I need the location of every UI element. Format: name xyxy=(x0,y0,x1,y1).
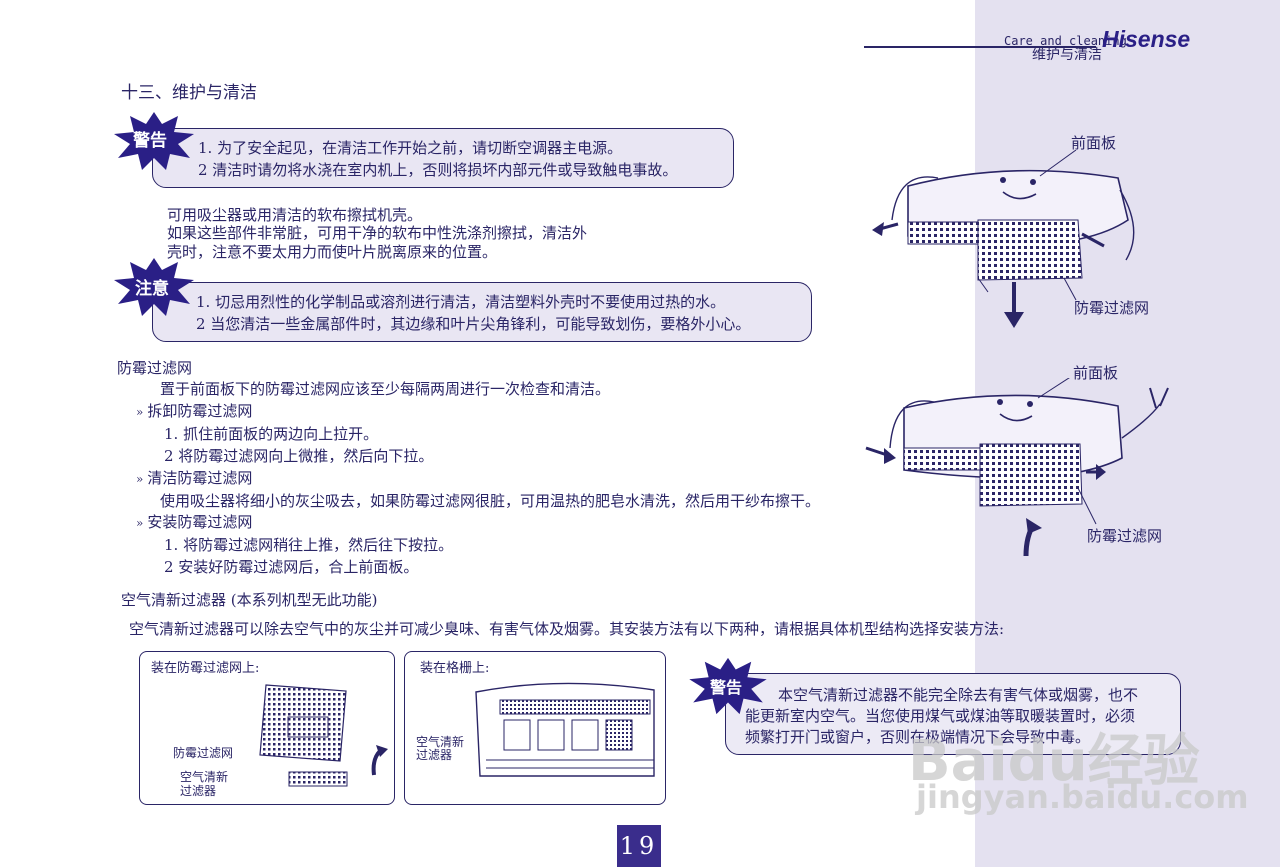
clean-title: 清洁防霉过滤网 xyxy=(147,469,253,487)
panel1-title: 装在防霉过滤网上: xyxy=(151,661,260,676)
ac-unit-illustration-bottom xyxy=(865,378,1169,557)
label-front-panel-bottom: 前面板 xyxy=(1073,364,1119,382)
panel2-label-air-2: 过滤器 xyxy=(416,748,453,762)
caution-badge-label: 注意 xyxy=(135,279,169,299)
warning2-line-1: 本空气清新过滤器不能完全除去有害气体或烟雾，也不 xyxy=(778,686,1139,704)
warning-badge-1 xyxy=(114,112,194,170)
remove-step-2: 2 将防霉过滤网向上微推，然后向下拉。 xyxy=(164,447,434,465)
clean-title-row: »清洁防霉过滤网 xyxy=(136,467,252,488)
warning-box-2 xyxy=(725,673,1181,755)
baidu-watermark-brand: Baidu经验 xyxy=(908,729,1200,794)
warning-badge-2 xyxy=(689,657,767,715)
header-section-en: Care and cleaning xyxy=(1004,34,1127,48)
air-filter-strip xyxy=(288,771,348,787)
label-front-panel-top: 前面板 xyxy=(1071,134,1117,152)
install-step-1: 1. 将防霉过滤网稍往上推，然后往下按拉。 xyxy=(164,536,454,554)
install-title: 安装防霉过滤网 xyxy=(147,513,253,531)
panel2-title: 装在格栅上: xyxy=(420,661,490,676)
panel2-label-air-1: 空气清新 xyxy=(416,735,465,749)
warning2-line-3: 频繁打开门或窗户，否则在极端情况下会导致中毒。 xyxy=(745,728,1091,746)
label-filter-top: 防霉过滤网 xyxy=(1074,299,1150,317)
air-filter-heading: 空气清新过滤器 (本系列机型无此功能) xyxy=(121,591,378,609)
remove-title: 拆卸防霉过滤网 xyxy=(147,402,253,420)
warning2-line-2: 能更新室内空气。当您使用煤气或煤油等取暖装置时，必须 xyxy=(745,707,1136,725)
warning-badge-1-label: 警告 xyxy=(133,131,167,151)
warning-box-1 xyxy=(152,128,734,188)
caution-item-2: 2 当您清洁一些金属部件时，其边缘和叶片尖角锋利，可能导致划伤，要格外小心。 xyxy=(196,315,751,333)
page-number: 19 xyxy=(617,825,661,867)
panel1-label-air-2: 过滤器 xyxy=(180,784,217,798)
hisense-logo: Hisense xyxy=(1102,26,1191,52)
remove-step-1: 1. 抓住前面板的两边向上拉开。 xyxy=(164,425,379,443)
header-rule xyxy=(864,46,1096,48)
label-filter-bottom: 防霉过滤网 xyxy=(1087,527,1163,545)
double-chevron-icon: » xyxy=(136,405,144,419)
warning1-item-2: 2 清洁时请勿将水浇在室内机上，否则将损坏内部元件或导致触电事故。 xyxy=(198,161,678,179)
warning1-item-1: 1. 为了安全起见，在清洁工作开始之前，请切断空调器主电源。 xyxy=(198,139,623,157)
air-filter-text: 空气清新过滤器可以除去空气中的灰尘并可减少臭味、有害气体及烟雾。其安装方法有以下… xyxy=(129,620,1005,638)
ac-unit-illustration-top xyxy=(872,150,1135,328)
page-title: 十三、维护与清洁 xyxy=(121,83,257,103)
caution-badge xyxy=(114,258,194,316)
up-arrow-icon xyxy=(371,745,388,776)
clean-text: 使用吸尘器将细小的灰尘吸去，如果防霉过滤网很脏，可用温热的肥皂水清洗，然后用干纱… xyxy=(160,492,821,510)
double-chevron-icon: » xyxy=(136,516,144,530)
grille-illustration xyxy=(475,682,655,777)
baidu-watermark-url: jingyan.baidu.com xyxy=(916,778,1249,816)
body-line-2: 如果这些部件非常脏，可用干净的软布中性洗涤剂擦拭，清洁外 xyxy=(167,224,588,242)
caution-item-1: 1. 切忌用烈性的化学制品或溶剂进行清洁，清洁塑料外壳时不要使用过热的水。 xyxy=(196,293,726,311)
filter-heading: 防霉过滤网 xyxy=(117,359,193,377)
body-line-1: 可用吸尘器或用清洁的软布擦拭机壳。 xyxy=(167,206,423,224)
panel1-label-filter: 防霉过滤网 xyxy=(173,746,234,760)
install-step-2: 2 安装好防霉过滤网后，合上前面板。 xyxy=(164,558,419,576)
filter-mesh-illustration xyxy=(259,684,347,762)
filter-intro: 置于前面板下的防霉过滤网应该至少每隔两周进行一次检查和清洁。 xyxy=(160,380,611,398)
remove-title-row: »拆卸防霉过滤网 xyxy=(136,400,252,421)
body-line-3: 壳时，注意不要太用力而使叶片脱离原来的位置。 xyxy=(167,243,498,261)
install-title-row: »安装防霉过滤网 xyxy=(136,511,252,532)
panel1-label-air-1: 空气清新 xyxy=(180,770,229,784)
double-chevron-icon: » xyxy=(136,472,144,486)
caution-box xyxy=(152,282,812,342)
warning-badge-2-label: 警告 xyxy=(710,678,743,697)
header-section-cn: 维护与清洁 xyxy=(1032,47,1102,63)
